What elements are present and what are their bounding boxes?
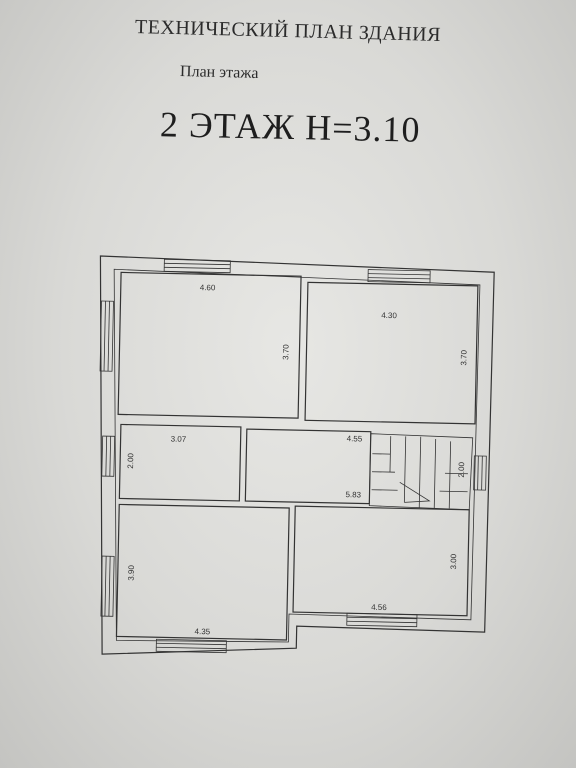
window: [346, 612, 418, 628]
room-3: [118, 423, 242, 502]
room-1: [117, 271, 302, 419]
dim-room6-height: 3.00: [449, 553, 458, 569]
dim-room5-width: 4.35: [195, 627, 211, 636]
window: [100, 555, 115, 617]
dim-hall-top: 4.55: [347, 434, 363, 443]
room-2: [304, 281, 479, 425]
dim-room2-height: 3.70: [459, 349, 468, 365]
dim-room3-width: 3.07: [171, 434, 187, 443]
dim-hall-bottom: 5.83: [345, 490, 361, 499]
window: [473, 455, 487, 491]
dim-room1-width: 4.60: [200, 283, 216, 292]
window: [101, 435, 116, 477]
dim-stair-height: 2.00: [457, 461, 466, 477]
room-5: [115, 503, 290, 641]
window: [163, 258, 231, 274]
window: [155, 638, 227, 654]
dim-room2-width: 4.30: [381, 311, 397, 320]
dim-room3-height: 2.00: [126, 452, 135, 468]
dim-room5-height: 3.90: [127, 564, 136, 580]
outer-wall: [99, 255, 495, 655]
window: [99, 300, 114, 372]
dim-room1-height: 3.70: [281, 344, 290, 360]
inner-wall-line: [113, 268, 481, 643]
room-6: [292, 505, 470, 617]
dim-room6-width: 4.56: [371, 603, 387, 612]
window: [367, 269, 431, 284]
